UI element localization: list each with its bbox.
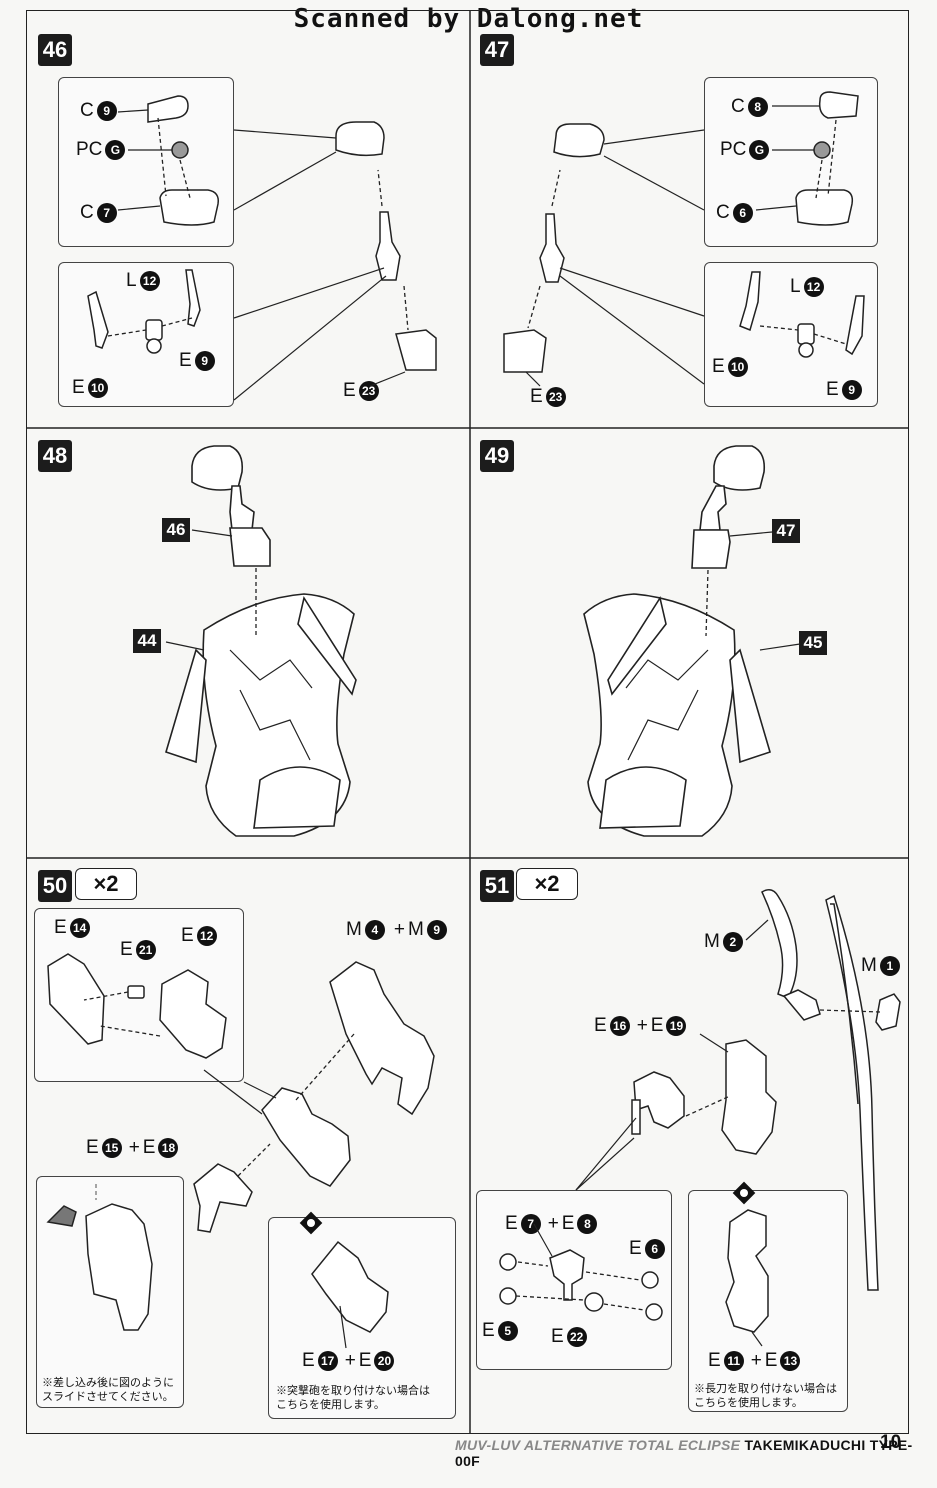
ref-step-44: 44 [133, 629, 161, 653]
subassembly-box-alternate [688, 1190, 848, 1412]
step-number-47: 47 [480, 34, 514, 66]
step-number-51: 51 [480, 870, 514, 902]
instruction-frame [26, 10, 909, 1434]
quantity-x2: ×2 [75, 868, 137, 900]
alternate-part-icon [732, 1181, 756, 1205]
footer-series: MUV-LUV ALTERNATIVE TOTAL ECLIPSE [455, 1437, 741, 1453]
alternate-part-icon [299, 1211, 323, 1235]
note-alternate-part: ※突撃砲を取り付けない場合は こちらを使用します。 [276, 1385, 430, 1411]
step-number-46: 46 [38, 34, 72, 66]
step-number-48: 48 [38, 440, 72, 472]
page-number: 10 [880, 1432, 902, 1453]
watermark: Scanned by Dalong.net [293, 4, 644, 34]
step-number-50: 50 [38, 870, 72, 902]
footer-title: MUV-LUV ALTERNATIVE TOTAL ECLIPSE TAKEMI… [455, 1437, 937, 1469]
note-alternate-part: ※長刀を取り付けない場合は こちらを使用します。 [694, 1383, 837, 1409]
ref-step-46: 46 [162, 518, 190, 542]
step-number-49: 49 [480, 440, 514, 472]
quantity-x2: ×2 [516, 868, 578, 900]
footer-model: TAKEMIKADUCHI TYPE-00F [455, 1437, 913, 1469]
ref-step-47: 47 [772, 519, 800, 543]
ref-step-45: 45 [799, 631, 827, 655]
note-slide-after-insert: ※差し込み後に図のように スライドさせてください。 [42, 1377, 174, 1403]
